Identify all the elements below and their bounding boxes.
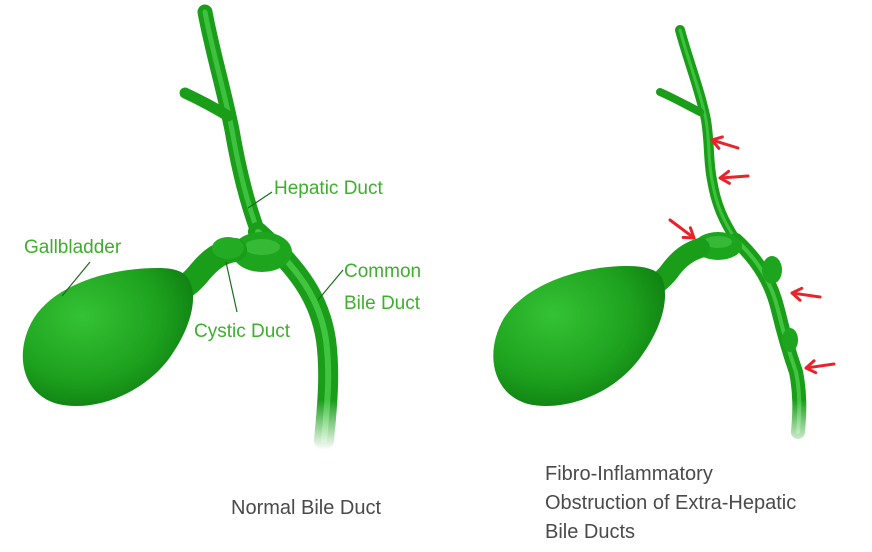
normal-bile-duct-illustration bbox=[23, 12, 355, 450]
obstructed-hepatic-branch bbox=[660, 92, 700, 112]
hepatic-duct-label: Hepatic Duct bbox=[274, 177, 383, 201]
obstructed-gallbladder bbox=[493, 266, 665, 406]
obstruction-arrow bbox=[670, 220, 694, 238]
common-bile-duct-label-line1: Common bbox=[344, 260, 421, 284]
obstructed-bile-duct-illustration bbox=[493, 30, 834, 450]
common-bile-duct-label-line2: Bile Duct bbox=[344, 292, 420, 316]
obstructed-bile-duct-caption: Fibro-Inflammatory Obstruction of Extra-… bbox=[545, 460, 796, 547]
caption-line: Fibro-Inflammatory bbox=[545, 460, 796, 489]
normal-bile-duct-caption: Normal Bile Duct bbox=[231, 494, 381, 523]
cystic-duct-label: Cystic Duct bbox=[194, 320, 290, 344]
gallbladder-label: Gallbladder bbox=[24, 236, 121, 260]
obstruction-arrow bbox=[720, 171, 748, 183]
normal-gallbladder bbox=[23, 268, 193, 406]
obstruction-arrow bbox=[712, 137, 738, 148]
caption-line: Obstruction of Extra-Hepatic bbox=[545, 489, 796, 518]
obstruction-arrow bbox=[806, 361, 834, 373]
obstruction-arrow bbox=[792, 288, 820, 300]
cystic-duct-leader-line bbox=[226, 262, 237, 312]
common-bile-duct-leader-line bbox=[318, 270, 343, 300]
caption-line: Bile Ducts bbox=[545, 518, 796, 547]
